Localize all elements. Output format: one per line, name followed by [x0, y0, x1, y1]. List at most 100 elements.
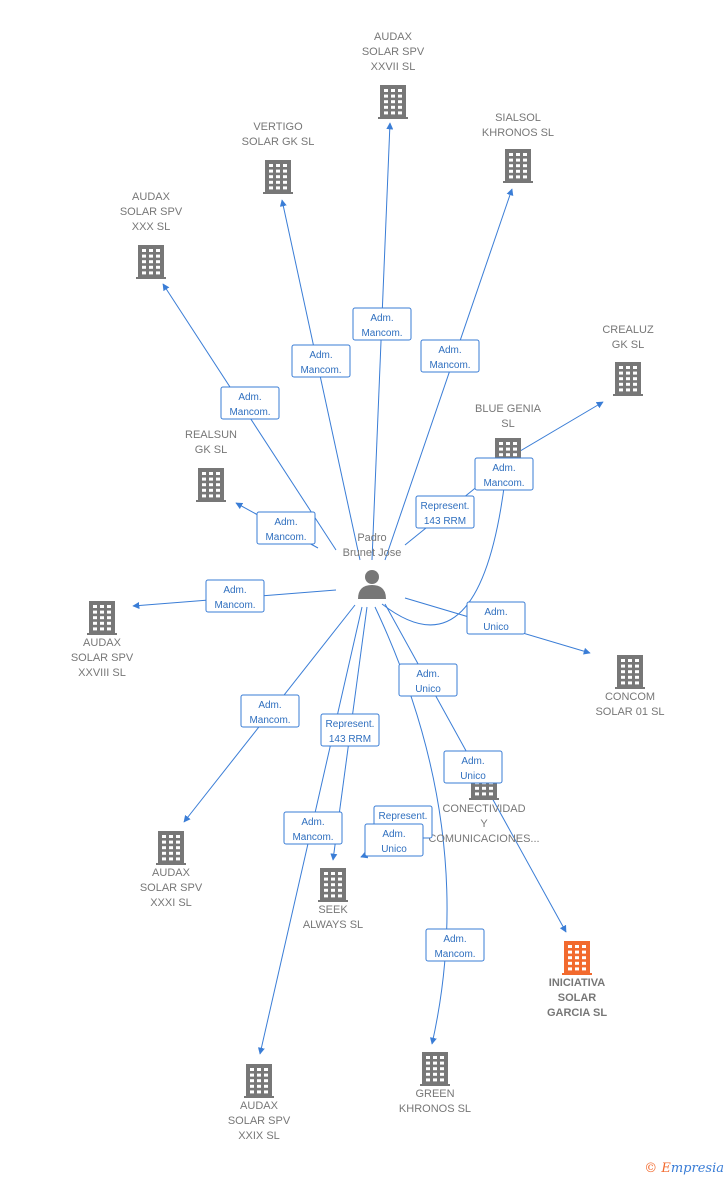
edge-label-line: Mancom. [214, 600, 255, 611]
building-icon [615, 655, 645, 689]
building-icon [562, 941, 592, 975]
edge-audax27 [371, 122, 394, 561]
edge-label-line: Adm. [274, 517, 297, 528]
edge-label: Adm. Unico [443, 750, 503, 784]
edge-label: Adm.Mancom. [240, 694, 300, 728]
brand-initial: E [661, 1161, 671, 1176]
edge-label-line: Adm. [438, 345, 461, 356]
building-icon [196, 468, 226, 502]
edge-label: Adm. Unico [466, 601, 526, 635]
brand-name: mpresia [670, 1161, 724, 1176]
badges-layer: Adm. Mancom. Adm. Mancom. Adm. Mancom. Adm. Man… [205, 307, 534, 962]
company-label: ALWAYS SL [303, 919, 363, 931]
company-label: AUDAX [132, 191, 171, 203]
edge-conectividad [381, 479, 508, 626]
company-label: SIALSOL [495, 112, 541, 124]
edge-label-line: Adm. [301, 817, 324, 828]
company-label: SL [501, 418, 514, 430]
company-node-concom[interactable]: CONCOM SOLAR 01 SL [595, 655, 665, 718]
company-node-realsun[interactable]: REALSUN GK SL [185, 429, 237, 502]
edge-label-line: Represent. [379, 811, 428, 822]
edge-label-line: Unico [460, 771, 486, 782]
company-label: SOLAR SPV [120, 206, 183, 218]
edge-label-line: Adm. [309, 350, 332, 361]
edge-label-line: Adm. [416, 669, 439, 680]
company-label: VERTIGO [253, 121, 303, 133]
edge-label: Adm.Mancom. [256, 511, 316, 545]
edge-label: Adm.Mancom. [291, 344, 351, 378]
edge-label-line: Mancom. [229, 407, 270, 418]
building-icon [503, 149, 533, 183]
company-label: AUDAX [374, 31, 413, 43]
building-icon [156, 831, 186, 865]
building-icon [420, 1052, 450, 1086]
edge-label-line: Adm. [461, 756, 484, 767]
company-label: AUDAX [83, 637, 122, 649]
company-label: SOLAR SPV [228, 1115, 291, 1127]
edge-label: Represent.143 RRM [415, 495, 475, 529]
company-label: KHRONOS SL [399, 1103, 471, 1115]
company-label: SOLAR 01 SL [595, 706, 664, 718]
company-label: SOLAR SPV [362, 46, 425, 58]
edge-label: Adm. Unico [364, 823, 424, 857]
edge-label: Adm. Mancom. [352, 307, 412, 341]
edge-vertigo [279, 199, 361, 561]
company-label: KHRONOS SL [482, 127, 554, 139]
person-name: Brunet Jose [343, 547, 402, 559]
edge-label-line: 143 RRM [424, 516, 466, 527]
company-label: SOLAR GK SL [242, 136, 315, 148]
edge-label-line: Adm. [484, 607, 507, 618]
edge-label-line: Unico [381, 844, 407, 855]
edge-label: Adm. Mancom. [220, 386, 280, 420]
company-label: CONCOM [605, 691, 655, 703]
edge-label-line: Mancom. [249, 715, 290, 726]
company-label: SOLAR [558, 992, 597, 1004]
company-node-conectividad[interactable]: CONECTIVIDADYCOMUNICACIONES... [428, 766, 540, 845]
building-icon [263, 160, 293, 194]
edge-label-line: Mancom. [292, 832, 333, 843]
building-icon [318, 868, 348, 902]
copyright-icon: © [644, 1161, 658, 1176]
edge-label: Represent. 143 RRM [320, 713, 380, 747]
company-node-vertigo[interactable]: VERTIGO SOLAR GK SL [242, 121, 315, 194]
company-node-crealuz[interactable]: CREALUZ GK SL [602, 324, 654, 396]
edge-label-line: Adm. [382, 829, 405, 840]
building-icon [378, 85, 408, 119]
company-label: XXXI SL [150, 897, 192, 909]
edge-label-line: Adm. [223, 585, 246, 596]
edge-label-line: Mancom. [361, 328, 402, 339]
company-node-seek[interactable]: SEEK ALWAYS SL [303, 868, 363, 931]
edge-label-line: Mancom. [429, 360, 470, 371]
building-icon [613, 362, 643, 396]
edge-label-line: Mancom. [434, 949, 475, 960]
edge-label-line: Adm. [370, 313, 393, 324]
company-label: SEEK [318, 904, 348, 916]
company-node-sialsol[interactable]: SIALSOL KHRONOS SL [482, 112, 554, 183]
person-name: Padro [357, 532, 386, 544]
edge-label-line: Unico [483, 622, 509, 633]
company-label: Y [480, 818, 488, 830]
edge-label: Adm.Mancom. [474, 457, 534, 491]
edge-label-line: Unico [415, 684, 441, 695]
edge-label-line: Mancom. [483, 478, 524, 489]
company-node-audax30[interactable]: AUDAX SOLAR SPV XXX SL [120, 191, 183, 279]
edge-label-line: 143 RRM [329, 734, 371, 745]
company-label: CREALUZ [602, 324, 654, 336]
edge-label: Adm. Unico [398, 663, 458, 697]
company-label: GK SL [612, 339, 644, 351]
edge-label-line: Represent. [326, 719, 375, 730]
company-label: GARCIA SL [547, 1007, 607, 1019]
company-label: XXX SL [132, 221, 171, 233]
edge-label-line: Adm. [238, 392, 261, 403]
edge-label: Adm.Mancom. [425, 928, 485, 962]
company-label: REALSUN [185, 429, 237, 441]
company-label: GK SL [195, 444, 227, 456]
